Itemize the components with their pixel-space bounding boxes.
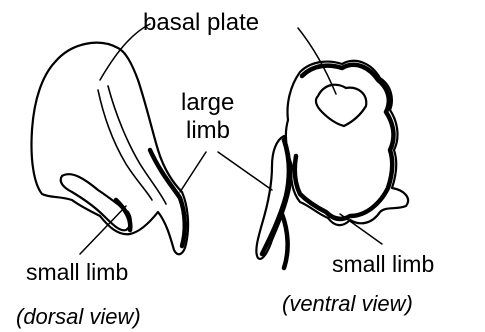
ventral-lower-limb-edge [282, 214, 288, 268]
label-dorsal-view: (dorsal view) [16, 304, 141, 329]
label-small-limb-left: small limb [26, 259, 128, 285]
ventral-view-bone-drawing [256, 61, 408, 268]
label-large-limb-line2: limb [186, 117, 230, 144]
label-basal-plate: basal plate [143, 9, 259, 36]
label-large-limb-line1: large [181, 89, 234, 116]
leader-large-limb-right [218, 152, 272, 190]
label-small-limb-right: small limb [332, 251, 434, 277]
label-ventral-view: (ventral view) [282, 291, 413, 316]
leader-large-limb-left [180, 152, 206, 192]
